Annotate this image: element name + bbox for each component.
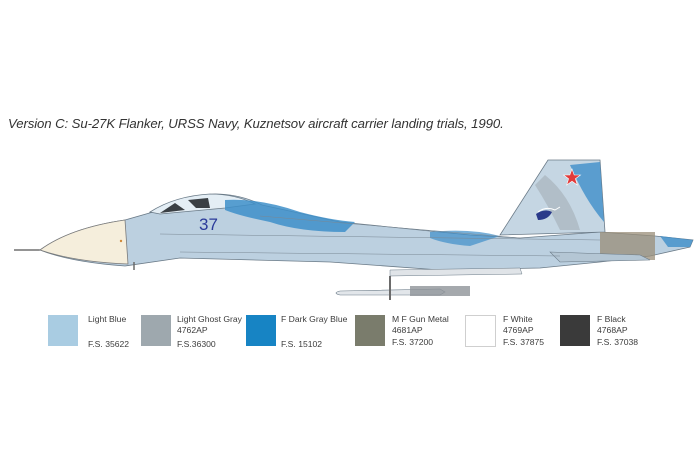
color-code: 4681AP <box>392 325 423 336</box>
label-black: F Black 4768AP F.S. 37038 <box>597 314 638 348</box>
label-light-ghost-gray: Light Ghost Gray 4762AP <box>177 314 242 337</box>
color-name: Light Blue <box>88 314 127 324</box>
swatch-dark-gray-blue <box>246 315 276 346</box>
label-gun-metal: M F Gun Metal 4681AP F.S. 37200 <box>392 314 449 348</box>
color-name: Light Ghost Gray <box>177 314 242 324</box>
color-name: F Black <box>597 314 626 324</box>
color-code: 4768AP <box>597 325 628 336</box>
fs-light-blue: F.S. 35622 <box>88 339 130 349</box>
label-white: F White 4769AP F.S. 37875 <box>503 314 544 348</box>
label-dark-gray-blue: F Dark Gray Blue <box>281 314 347 325</box>
swatch-gun-metal <box>355 315 385 346</box>
label-light-blue: Light Blue <box>88 314 126 325</box>
color-code: 4769AP <box>503 325 534 336</box>
version-caption: Version C: Su-27K Flanker, URSS Navy, Ku… <box>8 116 504 131</box>
color-fs: F.S. 37038 <box>597 336 639 347</box>
swatch-white <box>465 315 496 347</box>
color-code: 4762AP <box>177 325 208 336</box>
color-fs: F.S. 37875 <box>503 336 545 347</box>
swatch-light-blue <box>48 315 78 346</box>
color-fs: F.S. 37200 <box>392 336 434 347</box>
color-name: F Dark Gray Blue <box>281 314 348 324</box>
color-name: M F Gun Metal <box>392 314 449 324</box>
su27k-aircraft-profile: 37 <box>14 159 694 300</box>
fs-dark-gray-blue: F.S. 15102 <box>281 339 323 349</box>
fs-light-ghost-gray: F.S.36300 <box>177 339 216 349</box>
svg-text:37: 37 <box>199 215 218 234</box>
color-name: F White <box>503 314 533 324</box>
swatch-black <box>560 315 590 346</box>
swatch-light-ghost-gray <box>141 315 171 346</box>
